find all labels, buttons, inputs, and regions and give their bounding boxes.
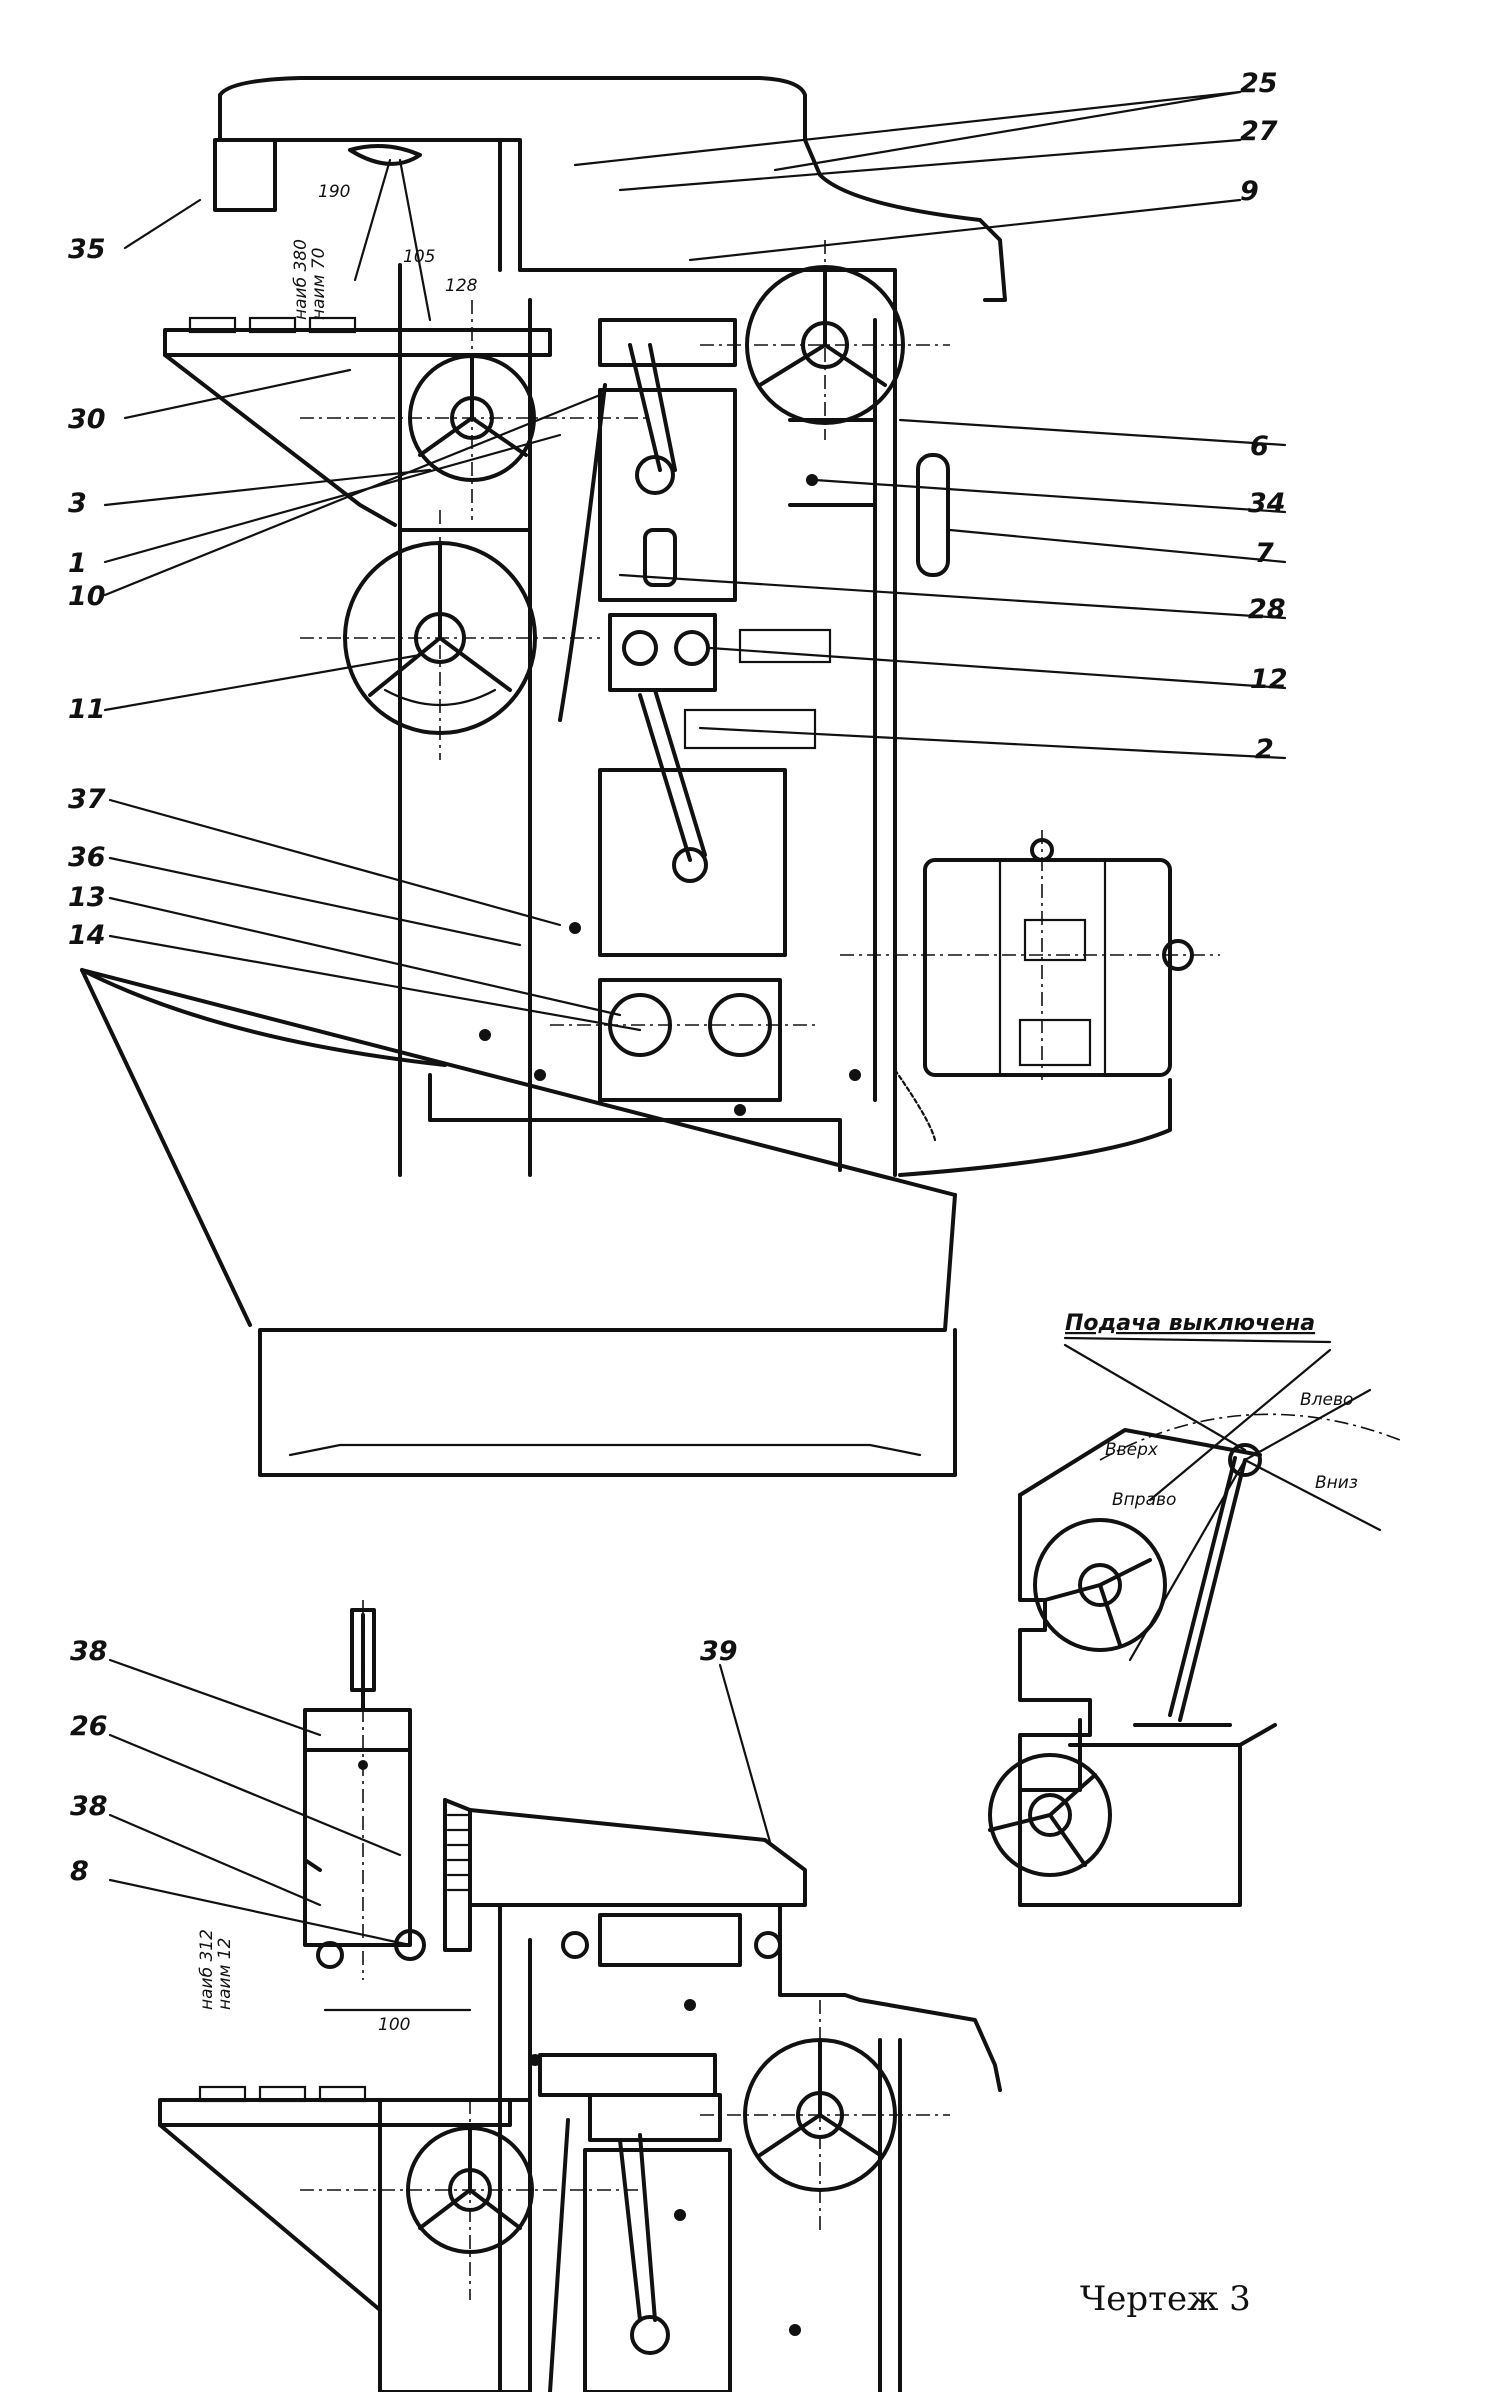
callout-13: 13 (68, 882, 106, 913)
dim-190: 190 (318, 182, 350, 202)
callout-34: 34 (1248, 488, 1286, 519)
machine-side-view: 100 наиб 312 наим 12 (158, 1600, 1002, 2392)
callout-26: 26 (70, 1711, 108, 1742)
callout-38-lower: 38 (70, 1791, 108, 1822)
dim-128: 128 (445, 276, 478, 296)
callout-12: 12 (1250, 664, 1288, 695)
callout-35: 35 (68, 234, 106, 265)
label-up: Вверх (1105, 1440, 1159, 1460)
dim-100: 100 (378, 2015, 410, 2035)
callout-39: 39 (700, 1636, 738, 1667)
callouts-left: 35 30 3 1 10 11 37 36 13 14 (68, 198, 642, 1032)
dim-max-312: наиб 312 (197, 1929, 217, 2010)
feed-lever-inset: Подача выключена Вверх Вправо Влево Вниз (988, 1311, 1401, 1907)
callouts-right: 25 27 9 6 34 7 28 12 2 (573, 68, 1288, 765)
callout-6: 6 (1250, 431, 1269, 462)
label-down: Вниз (1315, 1473, 1358, 1493)
callout-28: 28 (1248, 594, 1286, 625)
callout-1: 1 (68, 548, 87, 579)
inset-heading: Подача выключена (1065, 1311, 1315, 1336)
callout-14: 14 (68, 920, 106, 951)
dim-min-12: наим 12 (215, 1938, 235, 2010)
callout-10: 10 (68, 581, 106, 612)
top-dimensions: 190 105 128 наиб 380 наим 70 (291, 182, 478, 320)
dim-max-380: наиб 380 (291, 239, 311, 320)
callout-9: 9 (1240, 176, 1259, 207)
callout-7: 7 (1255, 538, 1274, 569)
callout-30: 30 (68, 404, 106, 435)
callouts-bottom: 38 26 38 8 39 (70, 1636, 772, 1947)
callout-8: 8 (70, 1856, 89, 1887)
machine-front-view (80, 76, 1220, 1477)
callout-27: 27 (1240, 116, 1278, 147)
callout-3: 3 (68, 488, 87, 519)
label-left: Влево (1300, 1390, 1353, 1410)
label-right: Вправо (1112, 1490, 1176, 1510)
dim-105: 105 (403, 247, 435, 267)
dim-min-70: наим 70 (309, 248, 329, 320)
callout-38-upper: 38 (70, 1636, 108, 1667)
drawing-title: Чертеж 3 (1080, 2279, 1251, 2319)
callout-37: 37 (68, 784, 106, 815)
callout-2: 2 (1255, 734, 1274, 765)
callout-36: 36 (68, 842, 106, 873)
callout-25: 25 (1240, 68, 1278, 99)
callout-11: 11 (68, 694, 106, 725)
